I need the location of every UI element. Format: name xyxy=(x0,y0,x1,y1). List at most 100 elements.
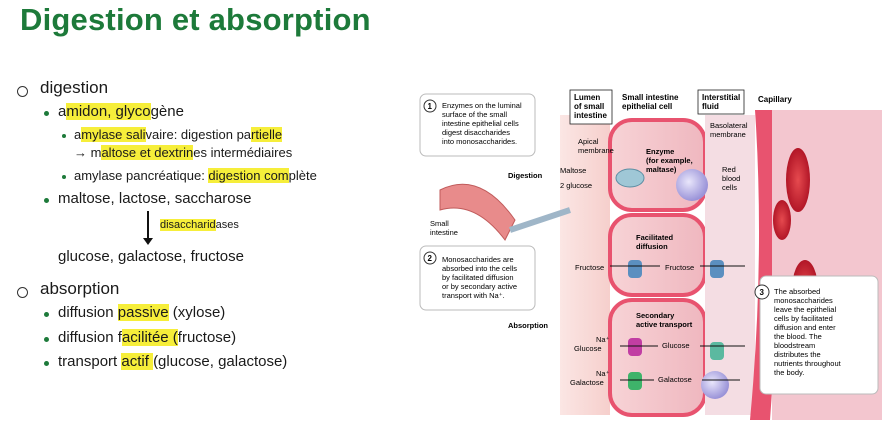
digestion-item-starch: amidon, glycogène xyxy=(58,103,184,120)
transporter-icon xyxy=(628,338,642,356)
callout-1-line: digest disaccharides xyxy=(442,128,510,137)
label-small-intestine-2: intestine xyxy=(430,228,458,237)
transporter-icon xyxy=(628,372,642,390)
bullet-dot-small xyxy=(62,175,66,179)
callout-3-line: bloodstream xyxy=(774,341,815,350)
cell-nucleus xyxy=(676,169,708,201)
label-galactose-left: Galactose xyxy=(570,378,604,387)
digestion-item-disaccharides: maltose, lactose, saccharose xyxy=(58,190,252,207)
callout-1-num: 1 xyxy=(428,102,433,111)
label-enzyme-2: (for example, xyxy=(646,156,693,165)
transporter-icon xyxy=(628,260,642,278)
callout-3-line: cells by facilitated xyxy=(774,314,833,323)
header-lumen-1: Lumen xyxy=(574,93,600,102)
label-maltose: Maltose xyxy=(560,166,586,175)
callout-3-line: nutrients throughout xyxy=(774,359,842,368)
label-basolateral-2: membrane xyxy=(710,130,746,139)
label-glucose-left: Glucose xyxy=(574,344,602,353)
absorption-item-active: transport actif (glucose, galactose) xyxy=(58,353,288,370)
label-absorption: Absorption xyxy=(508,321,548,330)
bullet-circle xyxy=(17,287,28,298)
digestion-sub-pancreatic: amylase pancréatique: digestion complète xyxy=(74,168,317,183)
callout-2-line: or by secondary active xyxy=(442,282,517,291)
bullet-dot xyxy=(44,198,49,203)
absorption-heading: absorption xyxy=(40,279,120,298)
enzyme-label: disaccharidases xyxy=(160,219,239,231)
header-interstitial-2: fluid xyxy=(702,102,719,111)
header-cell-1: Small intestine xyxy=(622,93,679,102)
callout-number-circle xyxy=(754,284,770,300)
bullet-circle xyxy=(17,86,28,97)
bullet-dot xyxy=(44,312,49,317)
transporter-icon xyxy=(710,342,724,360)
label-rbc-3: cells xyxy=(722,183,737,192)
callout-3-num: 3 xyxy=(760,288,765,297)
callout-3-line: diffusion and enter xyxy=(774,323,836,332)
label-basolateral-1: Basolateral xyxy=(710,121,748,130)
label-apical-2: membrane xyxy=(578,146,614,155)
callout-2-line: Monosaccharides are xyxy=(442,255,514,264)
header-interstitial-1: Interstitial xyxy=(702,93,740,102)
arrow-head-icon xyxy=(143,238,153,245)
callout-3-line: the body. xyxy=(774,368,804,377)
label-glucose-right: Glucose xyxy=(662,341,690,350)
digestion-products: glucose, galactose, fructose xyxy=(58,248,244,265)
label-facilitated-1: Facilitated xyxy=(636,233,674,242)
label-enzyme-3: maltase) xyxy=(646,165,677,174)
callout-box xyxy=(419,245,536,311)
label-secondary-2: active transport xyxy=(636,320,693,329)
digestion-heading: digestion xyxy=(40,78,109,97)
callout-2-num: 2 xyxy=(428,254,433,263)
callout-number-circle xyxy=(423,251,437,265)
callout-3-line: leave the epithelial xyxy=(774,305,836,314)
callout-2-line: transport with Na⁺. xyxy=(442,291,505,300)
transporter-icon xyxy=(710,260,724,278)
down-arrow xyxy=(147,211,149,241)
label-na-1: Na⁺ xyxy=(596,335,610,344)
bullet-dot-small xyxy=(62,134,66,138)
absorption-item-facilitated: diffusion facilitée (fructose) xyxy=(58,329,237,346)
header-lumen-3: intestine xyxy=(574,111,607,120)
label-2-glucose: 2 glucose xyxy=(560,181,592,190)
label-rbc-1: Red xyxy=(722,165,736,174)
callout-3-line: The absorbed xyxy=(774,287,820,296)
label-apical-1: Apical xyxy=(578,137,599,146)
header-capillary: Capillary xyxy=(758,95,792,104)
label-secondary-1: Secondary xyxy=(636,311,675,320)
bullet-dot xyxy=(44,361,49,366)
label-fructose-right: Fructose xyxy=(665,263,694,272)
label-digestion: Digestion xyxy=(508,171,543,180)
callout-1-line: surface of the small xyxy=(442,110,507,119)
callout-2-line: absorbed into the cells xyxy=(442,264,517,273)
absorption-figure: Lumen of small intestine Small intestine… xyxy=(410,80,885,420)
callout-box xyxy=(759,275,879,395)
callout-1-line: Enzymes on the luminal xyxy=(442,101,522,110)
digestion-sub-salivary: amylase salivaire: digestion partielle →… xyxy=(74,127,293,160)
callout-3-line: the blood. The xyxy=(774,332,822,341)
callout-2-line: by facilitated diffusion xyxy=(442,273,514,282)
flow-arrows xyxy=(610,265,745,381)
label-na-2: Na⁺ xyxy=(596,369,610,378)
zoom-arrow xyxy=(509,207,571,233)
cell-nucleus xyxy=(701,371,729,399)
lumen-area xyxy=(560,115,610,415)
callout-3-line: monosaccharides xyxy=(774,296,833,305)
label-galactose-right: Galactose xyxy=(658,375,692,384)
bullet-dot xyxy=(44,337,49,342)
callout-number-circle xyxy=(423,99,437,113)
bullet-dot xyxy=(44,111,49,116)
absorption-item-passive: diffusion passive (xylose) xyxy=(58,304,226,321)
label-facilitated-2: diffusion xyxy=(636,242,668,251)
enzyme-icon xyxy=(615,168,645,188)
label-rbc-2: blood xyxy=(722,174,740,183)
page-title: Digestion et absorption xyxy=(20,2,371,37)
callout-1-line: intestine epithelial cells xyxy=(442,119,519,128)
red-blood-cell xyxy=(786,148,810,212)
header-lumen-2: of small xyxy=(574,102,604,111)
red-blood-cell xyxy=(773,200,791,240)
label-fructose-left: Fructose xyxy=(575,263,604,272)
callout-box xyxy=(419,93,536,157)
small-intestine-icon xyxy=(439,183,516,241)
header-cell-2: epithelial cell xyxy=(622,102,672,111)
callout-1-line: into monosaccharides. xyxy=(442,137,517,146)
